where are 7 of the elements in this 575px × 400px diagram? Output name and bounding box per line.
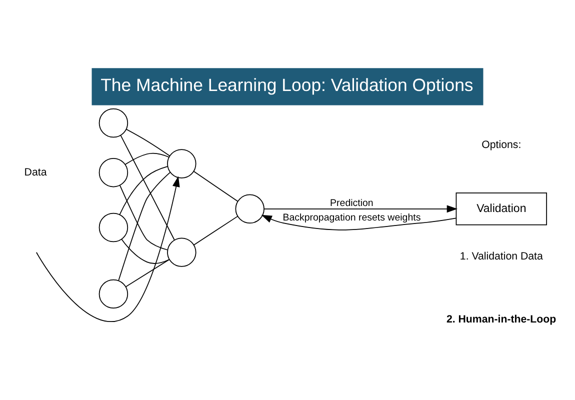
- label: 2. Human-in-the-Loop: [446, 312, 556, 325]
- edge-label: Backpropagation resets weights: [282, 212, 421, 223]
- label: Data: [24, 166, 47, 178]
- diagram-title: The Machine Learning Loop: Validation Options: [100, 74, 474, 95]
- label: 1. Validation Data: [460, 250, 543, 262]
- label: Options:: [482, 138, 522, 150]
- edge-label: Prediction: [330, 198, 374, 209]
